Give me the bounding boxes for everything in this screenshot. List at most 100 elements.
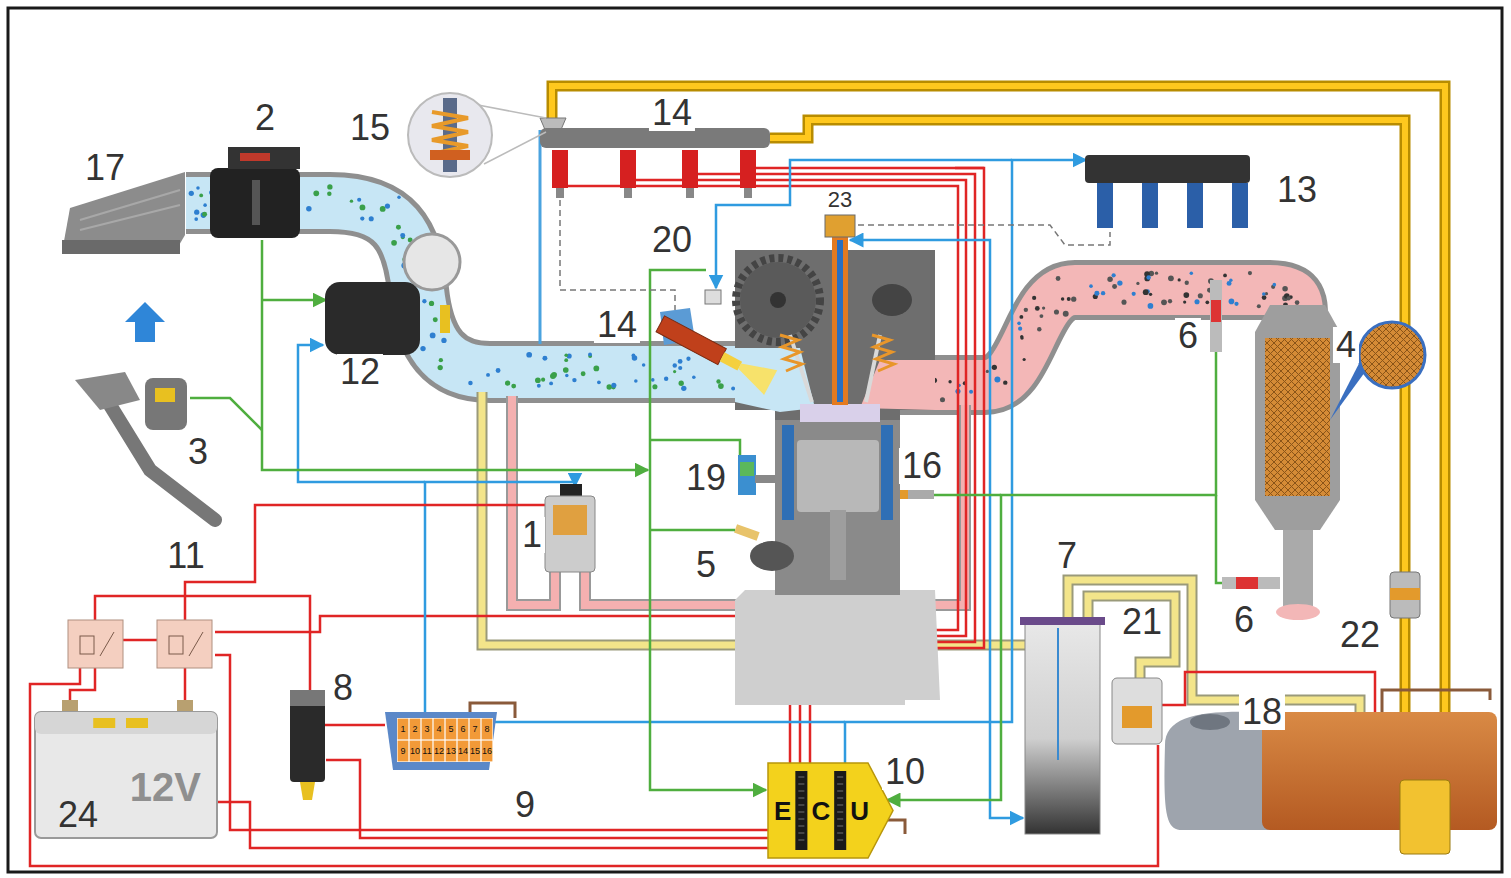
gas-particle — [994, 376, 1000, 382]
cam-sensor — [290, 690, 325, 800]
ignition-coil — [1187, 183, 1203, 228]
gas-particle — [652, 384, 657, 389]
power-wire — [215, 655, 768, 830]
knock-sensor — [738, 455, 756, 495]
gas-particle — [563, 367, 569, 373]
gas-particle — [1223, 274, 1227, 278]
fuel-tank — [1190, 714, 1230, 730]
gas-particle — [537, 384, 541, 388]
engine — [881, 425, 893, 520]
gas-particle — [327, 192, 331, 196]
diagnostic-connector — [385, 712, 497, 770]
coolant-sensor — [900, 490, 908, 499]
signal-wire — [650, 270, 766, 790]
gas-particle — [1037, 327, 1041, 331]
throttle-body — [440, 305, 450, 333]
fuel-filter — [1390, 588, 1420, 600]
gas-particle — [1185, 281, 1189, 285]
charcoal-canister — [1057, 628, 1059, 760]
gas-particle — [391, 240, 397, 246]
gas-particle — [422, 299, 426, 303]
signal-wire — [539, 130, 542, 344]
knock-sensor — [740, 462, 754, 476]
chip — [795, 771, 807, 850]
chip-pin — [798, 818, 804, 820]
engine — [735, 590, 940, 705]
fuel-line — [552, 86, 1445, 790]
dashed-link — [858, 225, 1110, 245]
gas-particle — [634, 379, 638, 383]
gas-particle — [692, 375, 696, 379]
battery-lid — [35, 712, 217, 734]
egr-tube — [585, 405, 965, 605]
gas-particle — [1061, 297, 1064, 300]
pin-number: 8 — [484, 725, 489, 734]
relay — [80, 636, 94, 654]
gas-particle — [631, 354, 635, 358]
power-wire — [123, 639, 157, 642]
air-filter — [62, 172, 185, 342]
gas-particle — [1272, 283, 1276, 287]
gas-particle — [1161, 299, 1167, 305]
gas-particle — [438, 365, 443, 370]
power-wire — [30, 505, 1375, 866]
gas-particle — [1248, 271, 1252, 275]
signal-wire — [650, 529, 735, 532]
air-filter — [80, 190, 180, 230]
fuel-rail — [540, 128, 770, 148]
ground-lead — [888, 820, 905, 834]
fuel-rail — [556, 188, 564, 198]
callout-number: 14 — [649, 95, 695, 131]
air-mass-meter — [240, 153, 270, 161]
power-wire — [690, 174, 975, 642]
air-mass-meter — [210, 168, 300, 238]
dashed-link — [560, 200, 1110, 310]
gas-particle — [572, 378, 576, 382]
pin-number: 11 — [422, 747, 431, 756]
pin-number: 13 — [446, 747, 456, 756]
gas-particle — [678, 359, 683, 364]
chip — [834, 771, 846, 850]
gas-particle — [429, 301, 434, 306]
gas-particle — [1101, 291, 1105, 295]
control-unit: ECU — [768, 763, 893, 858]
gas-particle — [718, 383, 724, 389]
battery-cap — [93, 718, 115, 728]
gas-particle — [1168, 299, 1172, 303]
catalytic-converter — [1255, 305, 1340, 530]
gas-particle — [681, 386, 686, 391]
gas-particle — [189, 191, 194, 196]
pin-number: 6 — [460, 725, 465, 734]
callout-number: 6 — [1175, 318, 1201, 354]
gas-particle — [1144, 276, 1150, 282]
gas-particle — [588, 352, 592, 356]
gas-particle — [1024, 308, 1028, 312]
diagnostic-connector — [385, 703, 515, 770]
relay — [169, 636, 183, 654]
ignition-coil — [1142, 183, 1158, 228]
gas-particle — [1178, 278, 1181, 281]
catalytic-converter — [1276, 604, 1320, 620]
fuel-filter — [1390, 572, 1420, 618]
chip-pin — [837, 776, 843, 778]
power-wire — [325, 724, 385, 727]
chip-pin — [837, 811, 843, 813]
gas-particle — [986, 370, 989, 373]
callout-number: 7 — [1054, 538, 1080, 574]
fuel-rail — [682, 150, 698, 188]
gas-particle — [1257, 304, 1261, 308]
charcoal-canister — [1020, 617, 1105, 625]
gas-particle — [542, 356, 547, 361]
relay — [68, 620, 212, 668]
gas-particle — [396, 225, 401, 230]
purge-valve — [1112, 678, 1162, 744]
gas-particle — [1094, 291, 1099, 296]
engine — [780, 335, 802, 371]
power-wire — [95, 596, 310, 690]
power-wire — [215, 168, 984, 763]
gas-particle — [369, 216, 374, 221]
gas-particle — [360, 205, 366, 211]
callout-number: 8 — [330, 670, 356, 706]
signal-wire — [934, 494, 1001, 497]
